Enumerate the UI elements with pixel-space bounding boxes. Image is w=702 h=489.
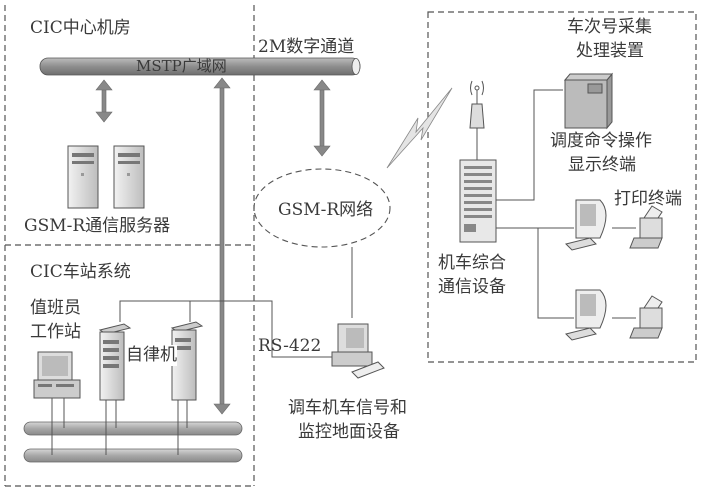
wireless-link-icon: [386, 87, 453, 169]
print-terminal-label: 打印终端: [614, 189, 682, 209]
region-label-center-room: CIC中心机房: [30, 18, 131, 38]
print-terminal-icon: [565, 199, 663, 341]
region-label-station-system: CIC车站系统: [30, 262, 131, 282]
gsmr-server-icon: [67, 145, 145, 209]
gsmr-server-label: GSM-R通信服务器: [24, 216, 171, 236]
loco-comm-label-1: 机车综合: [438, 253, 506, 273]
duty-workstation-label-1: 值班员: [30, 298, 81, 318]
loco-comm-rack-icon: [459, 159, 497, 243]
rs422-label: RS-422: [258, 336, 322, 356]
train-number-label-2: 处理装置: [576, 41, 644, 61]
duty-workstation-icon: [33, 351, 81, 399]
mstp-backbone-pipe: [39, 57, 361, 76]
arrow-backbone-to-servers: [95, 79, 113, 123]
connection-lines: [51, 89, 636, 455]
shunting-device-label-1: 调车机车信号和: [288, 398, 407, 418]
arrow-backbone-to-gsmr: [313, 79, 331, 157]
arrow-backbone-to-station: [213, 77, 231, 415]
dispatch-terminal-label-1: 调度命令操作: [550, 131, 652, 151]
autonomous-machine-label: 自律机: [126, 345, 177, 366]
gsmr-network-cloud: [253, 168, 391, 248]
loco-comm-label-2: 通信设备: [438, 277, 506, 297]
station-bus-pipes: [23, 421, 243, 463]
region-locomotive: [427, 11, 697, 363]
train-number-processor-icon: [563, 72, 614, 130]
gsmr-network-label: GSM-R网络: [278, 200, 374, 220]
shunting-pc-icon: [331, 323, 385, 379]
mstp-backbone-label: MSTP广域网: [136, 57, 227, 75]
region-center-room: [4, 5, 255, 487]
antenna-icon: [469, 80, 485, 129]
train-number-label-1: 车次号采集: [567, 17, 652, 37]
shunting-device-label-2: 监控地面设备: [298, 422, 400, 442]
dispatch-terminal-label-2: 显示终端: [568, 155, 636, 175]
autonomous-machine-icon: [98, 321, 204, 401]
channel-label: 2M数字通道: [258, 37, 355, 57]
duty-workstation-label-2: 工作站: [30, 322, 81, 342]
